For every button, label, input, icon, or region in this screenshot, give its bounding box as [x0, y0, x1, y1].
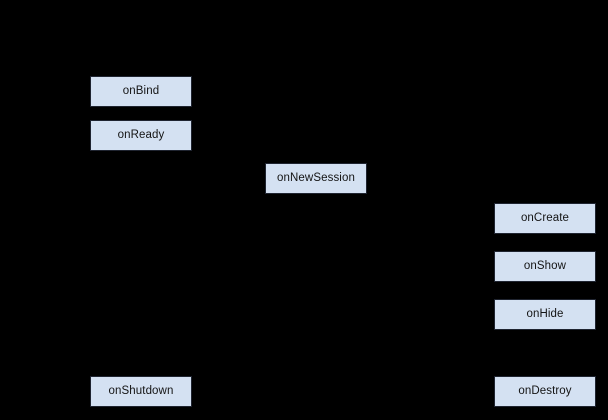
node-on-destroy[interactable]: onDestroy	[494, 376, 596, 407]
node-on-show[interactable]: onShow	[494, 251, 596, 282]
node-on-shutdown[interactable]: onShutdown	[90, 376, 192, 407]
edge-on-ready-to-on-new-session	[140, 151, 317, 163]
node-on-ready[interactable]: onReady	[90, 120, 192, 151]
node-label-on-destroy: onDestroy	[518, 384, 572, 397]
node-label-on-show: onShow	[523, 259, 567, 272]
node-label-on-new-session: onNewSession	[277, 171, 355, 184]
edge-on-destroy-to-on-shutdown	[140, 376, 546, 407]
node-on-hide[interactable]: onHide	[494, 299, 596, 330]
node-label-on-bind: onBind	[122, 84, 160, 97]
node-label-on-create: onCreate	[520, 211, 570, 224]
node-on-create[interactable]: onCreate	[494, 203, 596, 234]
node-label-on-ready: onReady	[117, 128, 165, 141]
node-label-on-shutdown: onShutdown	[108, 384, 174, 397]
edge-on-new-session-to-on-create	[315, 194, 546, 203]
node-on-new-session[interactable]: onNewSession	[265, 163, 367, 194]
node-label-on-hide: onHide	[526, 307, 564, 320]
node-on-bind[interactable]: onBind	[90, 76, 192, 107]
